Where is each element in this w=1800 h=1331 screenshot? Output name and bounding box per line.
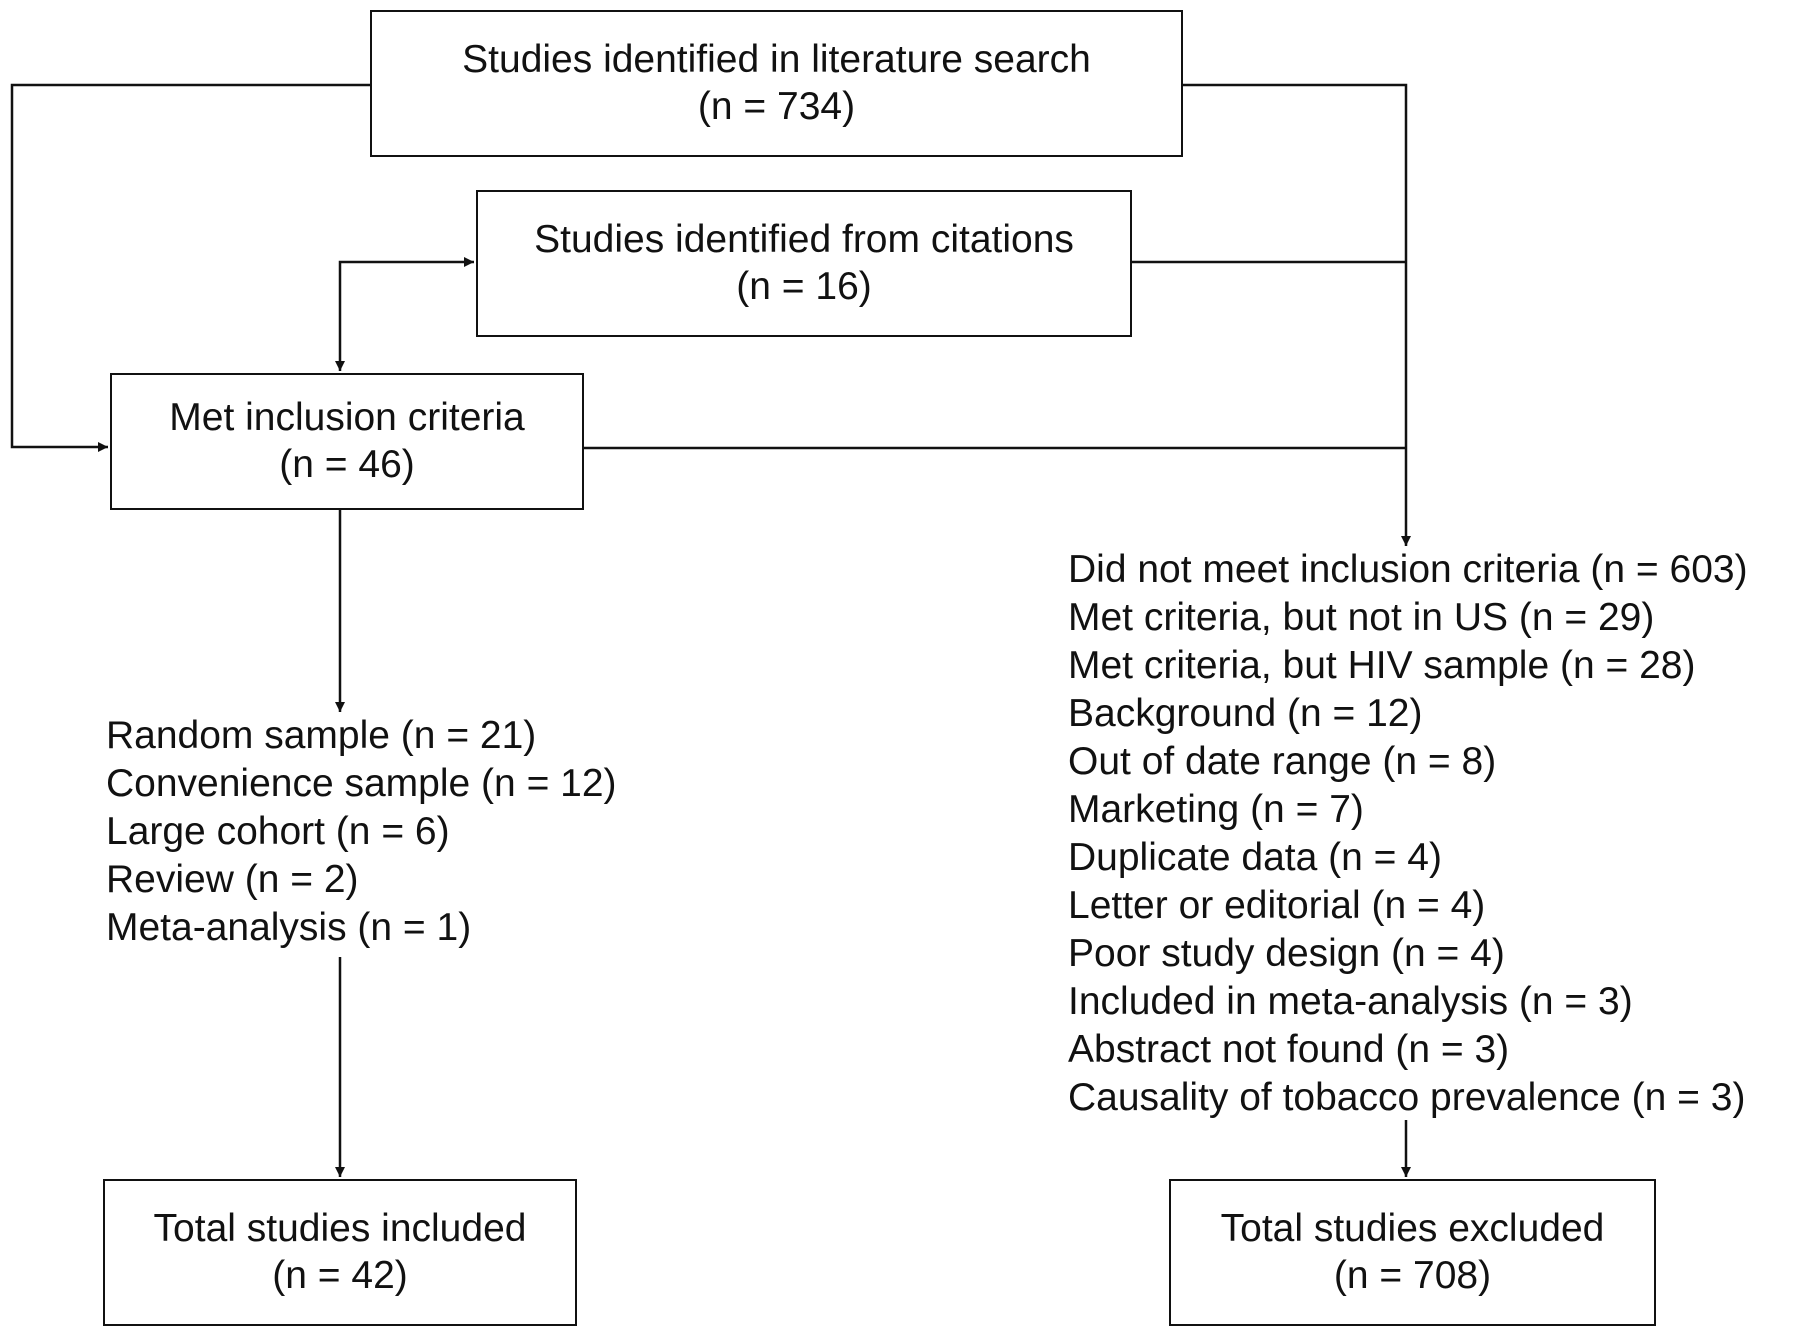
- total-excluded-title: Total studies excluded: [1220, 1206, 1605, 1250]
- total-included-box: Total studies included (n = 42): [103, 1179, 577, 1326]
- excluded-breakdown-item: Out of date range (n = 8): [1068, 740, 1497, 783]
- excluded-breakdown-item: Background (n = 12): [1068, 692, 1423, 735]
- total-excluded-box: Total studies excluded (n = 708): [1169, 1179, 1656, 1326]
- excluded-breakdown-item: Letter or editorial (n = 4): [1068, 884, 1486, 927]
- excluded-breakdown-item: Met criteria, but HIV sample (n = 28): [1068, 644, 1696, 687]
- citations-title: Studies identified from citations: [534, 217, 1074, 261]
- excluded-breakdown-item: Poor study design (n = 4): [1068, 932, 1505, 975]
- citations-box: Studies identified from citations (n = 1…: [476, 190, 1132, 337]
- connector-search-to-criteria: [10, 83, 370, 452]
- met-criteria-count: (n = 46): [279, 442, 415, 486]
- total-excluded-count: (n = 708): [1333, 1253, 1492, 1297]
- literature-search-title: Studies identified in literature search: [462, 37, 1091, 81]
- excluded-breakdown-item: Marketing (n = 7): [1068, 788, 1364, 831]
- excluded-breakdown-item: Did not meet inclusion criteria (n = 603…: [1068, 548, 1748, 591]
- excluded-breakdown-item: Causality of tobacco prevalence (n = 3): [1068, 1076, 1746, 1119]
- included-breakdown-item: Meta-analysis (n = 1): [106, 906, 472, 949]
- total-included-title: Total studies included: [153, 1206, 527, 1250]
- excluded-breakdown-item: Met criteria, but not in US (n = 29): [1068, 596, 1655, 639]
- connector-citations-criteria: [335, 257, 474, 371]
- literature-search-count: (n = 734): [697, 84, 856, 128]
- excluded-breakdown-list: Did not meet inclusion criteria (n = 603…: [1068, 546, 1748, 1122]
- included-breakdown-list: Random sample (n = 21) Convenience sampl…: [106, 712, 617, 952]
- literature-search-box: Studies identified in literature search …: [370, 10, 1183, 157]
- included-breakdown-item: Convenience sample (n = 12): [106, 762, 617, 805]
- included-breakdown-item: Review (n = 2): [106, 858, 359, 901]
- excluded-breakdown-item: Abstract not found (n = 3): [1068, 1028, 1510, 1071]
- included-breakdown-item: Large cohort (n = 6): [106, 810, 450, 853]
- connector-search-to-excluded: [1183, 83, 1411, 546]
- included-breakdown-item: Random sample (n = 21): [106, 714, 537, 757]
- citations-count: (n = 16): [736, 264, 872, 308]
- total-included-count: (n = 42): [272, 1253, 408, 1297]
- met-criteria-title: Met inclusion criteria: [169, 395, 525, 439]
- met-inclusion-criteria-box: Met inclusion criteria (n = 46): [110, 373, 584, 510]
- excluded-breakdown-item: Included in meta-analysis (n = 3): [1068, 980, 1633, 1023]
- excluded-breakdown-item: Duplicate data (n = 4): [1068, 836, 1442, 879]
